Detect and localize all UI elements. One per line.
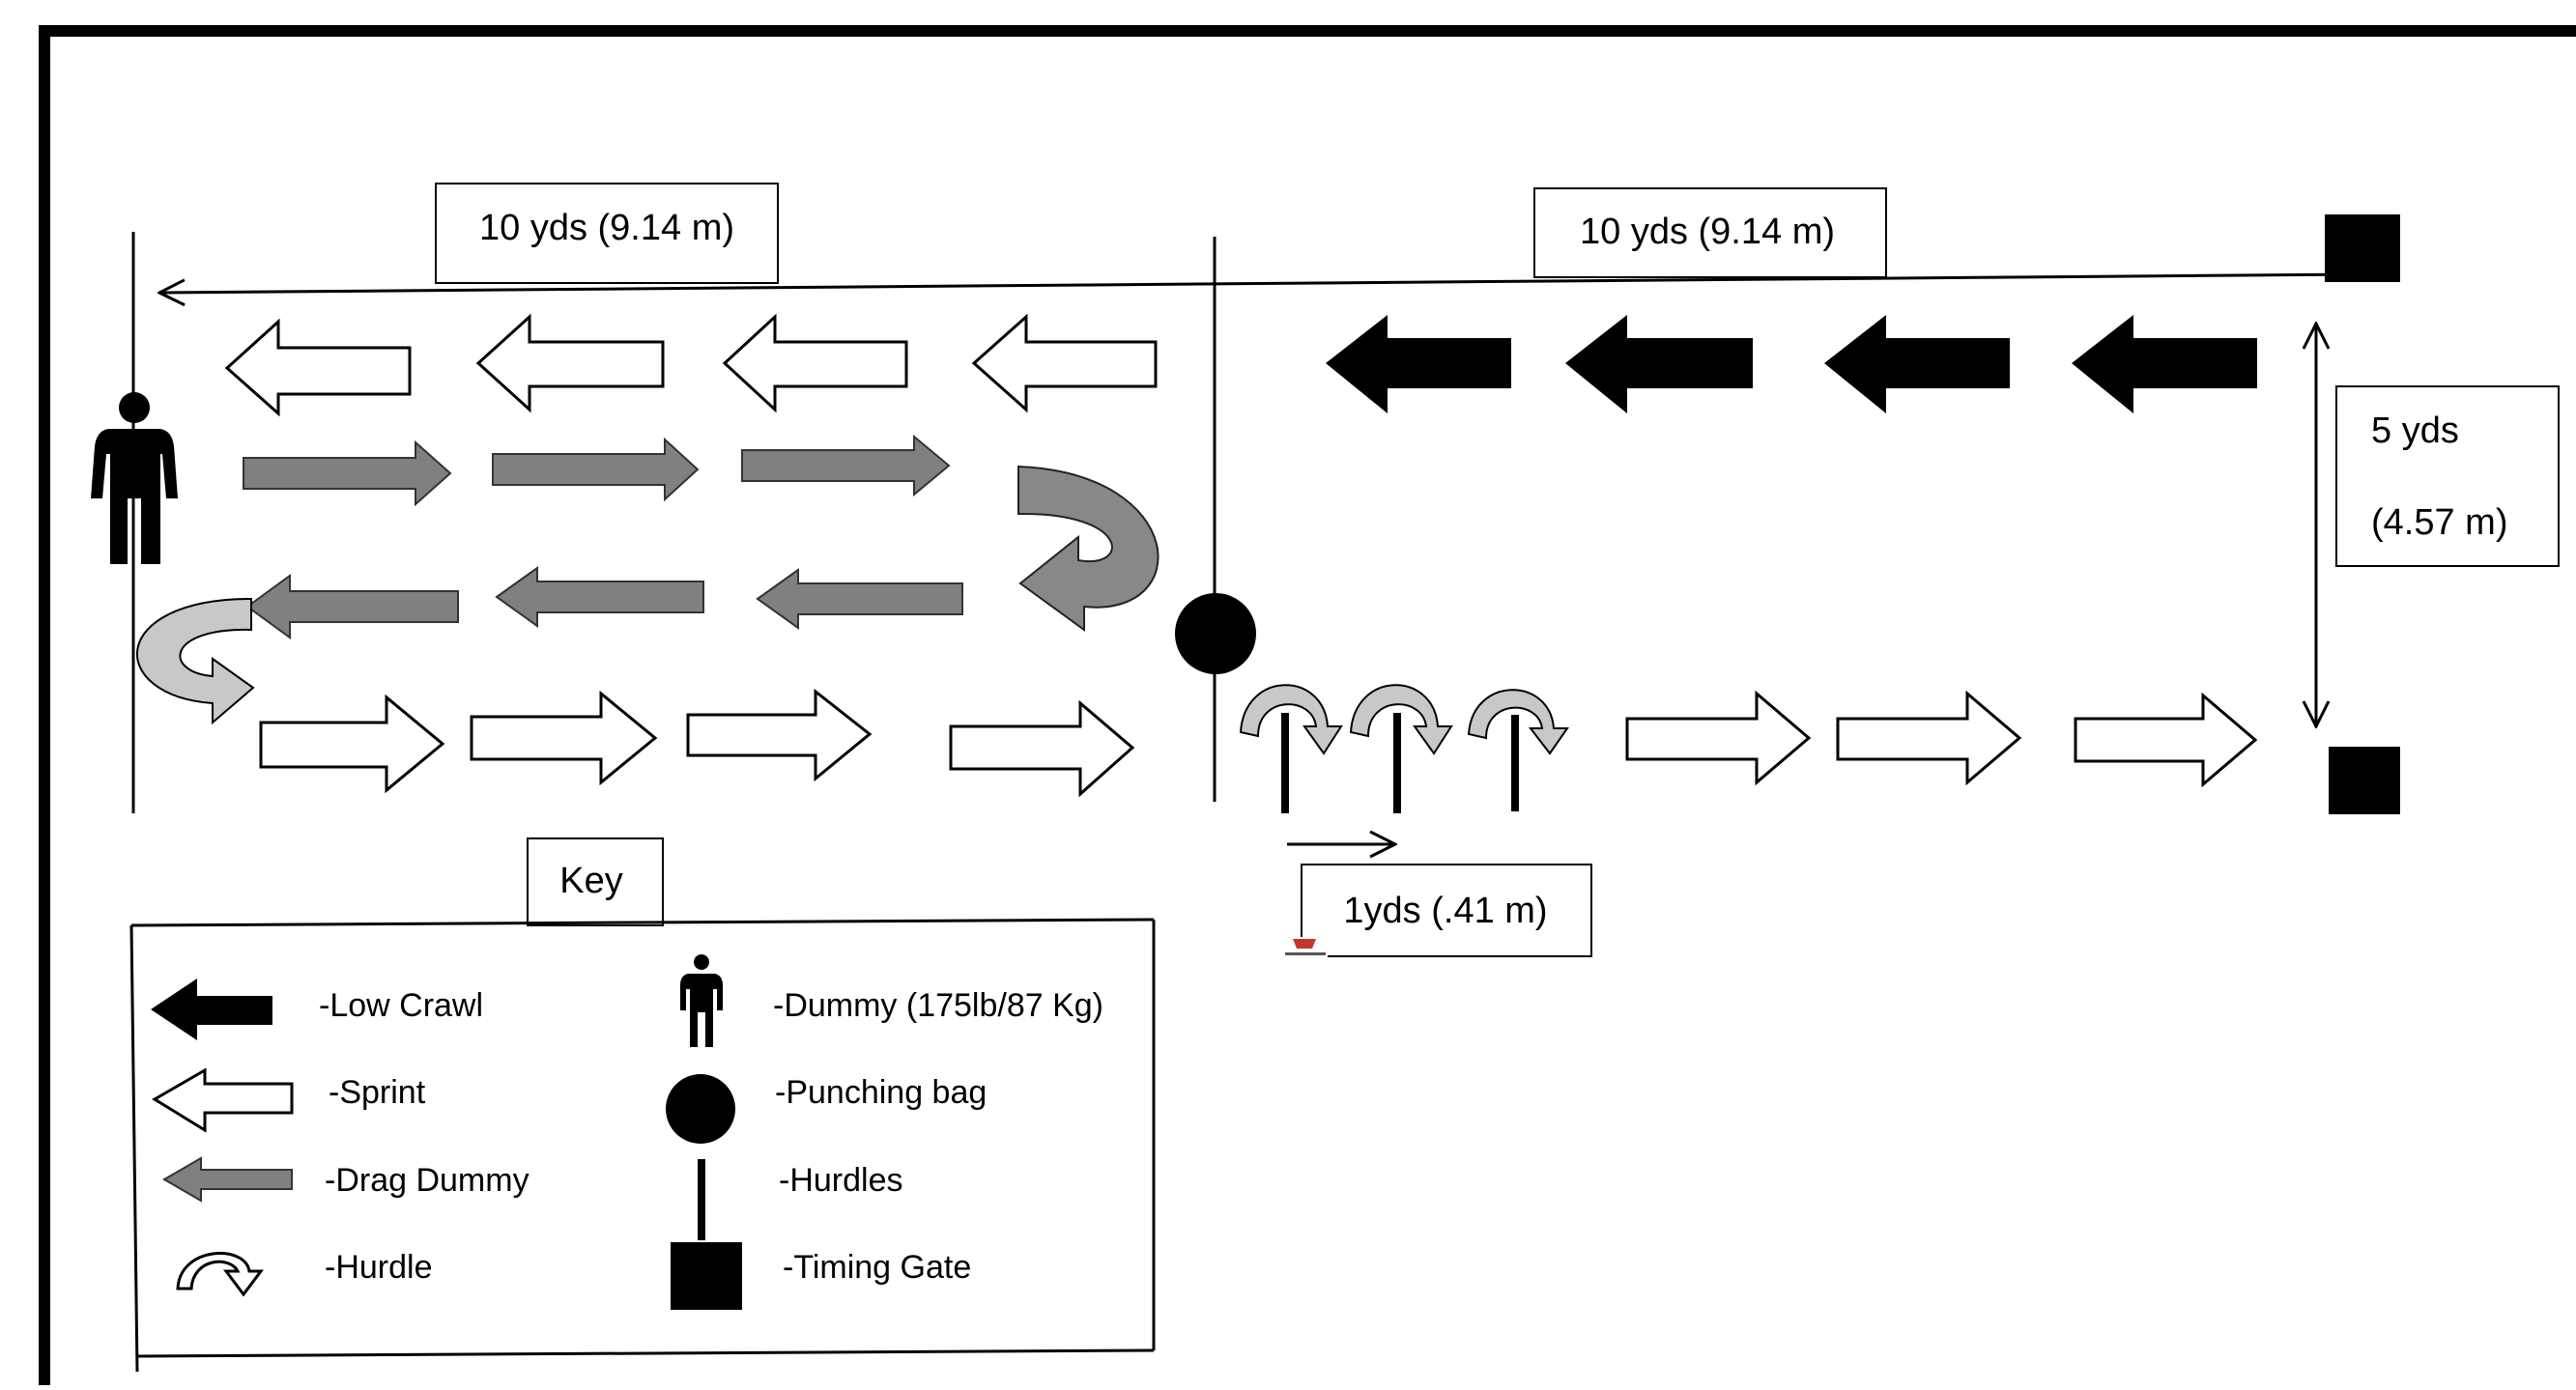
timing-gate-top [2325, 214, 2400, 282]
sprint-arrow-icon [2074, 692, 2258, 788]
low-crawl-arrow-icon [1326, 315, 1511, 413]
dummy-figure-icon [680, 954, 723, 1047]
key-label-low-crawl: -Low Crawl [319, 987, 483, 1024]
sprint-arrow-icon [1625, 690, 1812, 786]
drag-dummy-arrow-icon [741, 434, 951, 497]
hurdle-arc-icon [1349, 684, 1453, 813]
drag-dummy-arrow-icon [243, 440, 452, 507]
hurdle-post-icon [698, 1159, 705, 1240]
drag-dummy-turn-right [1017, 465, 1159, 632]
key-label-timing-gate: -Timing Gate [783, 1249, 971, 1286]
sprint-arrow-icon [470, 690, 658, 786]
sprint-arrow-icon [259, 694, 445, 794]
left-distance-label: 10 yds (9.14 m) [479, 208, 734, 248]
sprint-return-row [224, 313, 1158, 417]
sprint-arrow-icon [475, 313, 665, 413]
sprint-arrow-icon [949, 699, 1135, 798]
key-label-punching-bag: -Punching bag [775, 1074, 987, 1111]
drag-dummy-return-row [245, 566, 963, 639]
sprint-out-row [259, 688, 1135, 798]
right-distance-label: 10 yds (9.14 m) [1580, 212, 1835, 252]
sprint-arrow-icon [722, 313, 908, 413]
key-title-box: Key [527, 837, 664, 926]
sprint-arrow-icon [224, 318, 412, 417]
drag-dummy-arrow-icon [495, 566, 704, 628]
sprint-arrow-icon [971, 313, 1158, 413]
hurdle-distance-box: 1yds (.41 m) [1301, 864, 1592, 957]
drag-dummy-arrow-icon [492, 437, 700, 502]
sprint-finish-row [1625, 690, 2258, 788]
low-crawl-arrow-icon [151, 979, 272, 1040]
sprint-arrow-icon [152, 1067, 294, 1133]
sprint-arrow-icon [1836, 690, 2022, 786]
distance-line-top [159, 272, 2359, 293]
width-label-yds: 5 yds [2371, 411, 2459, 451]
width-distance-box: 5 yds (4.57 m) [2335, 385, 2560, 567]
left-distance-box: 10 yds (9.14 m) [435, 183, 779, 284]
key-panel: -Low Crawl -Sprint -Drag Dummy -Hurdle -… [129, 918, 1156, 1373]
low-crawl-arrow-icon [1824, 315, 2010, 413]
hurdle-arc-icon [1467, 689, 1569, 811]
key-label-sprint: -Sprint [329, 1074, 426, 1111]
right-distance-box: 10 yds (9.14 m) [1533, 187, 1887, 278]
width-label-m: (4.57 m) [2371, 502, 2507, 543]
drag-dummy-arrow-icon [162, 1156, 293, 1203]
hurdle-distance-label: 1yds (.41 m) [1343, 891, 1547, 931]
sprint-arrow-icon [686, 688, 873, 782]
key-label-dummy: -Dummy (175lb/87 Kg) [773, 987, 1103, 1024]
key-label-hurdle: -Hurdle [325, 1249, 432, 1286]
hurdle-group [1239, 684, 1569, 844]
drag-dummy-arrow-icon [245, 574, 459, 639]
hurdle-arc-icon [176, 1251, 264, 1297]
low-crawl-arrow-icon [1565, 315, 1753, 413]
drag-dummy-turn-left [135, 597, 255, 725]
low-crawl-arrow-icon [2072, 315, 2257, 413]
punching-bag-icon [666, 1074, 735, 1144]
timing-gate-icon [671, 1242, 742, 1310]
key-label-drag-dummy: -Drag Dummy [325, 1162, 530, 1199]
key-label-hurdles: -Hurdles [779, 1162, 902, 1199]
dummy-figure [91, 392, 178, 564]
punching-bag [1175, 593, 1256, 674]
outer-frame [39, 25, 2576, 1390]
logo-mark [1283, 937, 1328, 958]
timing-gate-bottom [2329, 747, 2400, 814]
drag-dummy-arrow-icon [756, 568, 963, 630]
hurdle-arc-icon [1239, 684, 1343, 813]
low-crawl-row [1326, 315, 2257, 413]
drag-dummy-out-row [243, 434, 951, 507]
key-title: Key [559, 861, 622, 901]
